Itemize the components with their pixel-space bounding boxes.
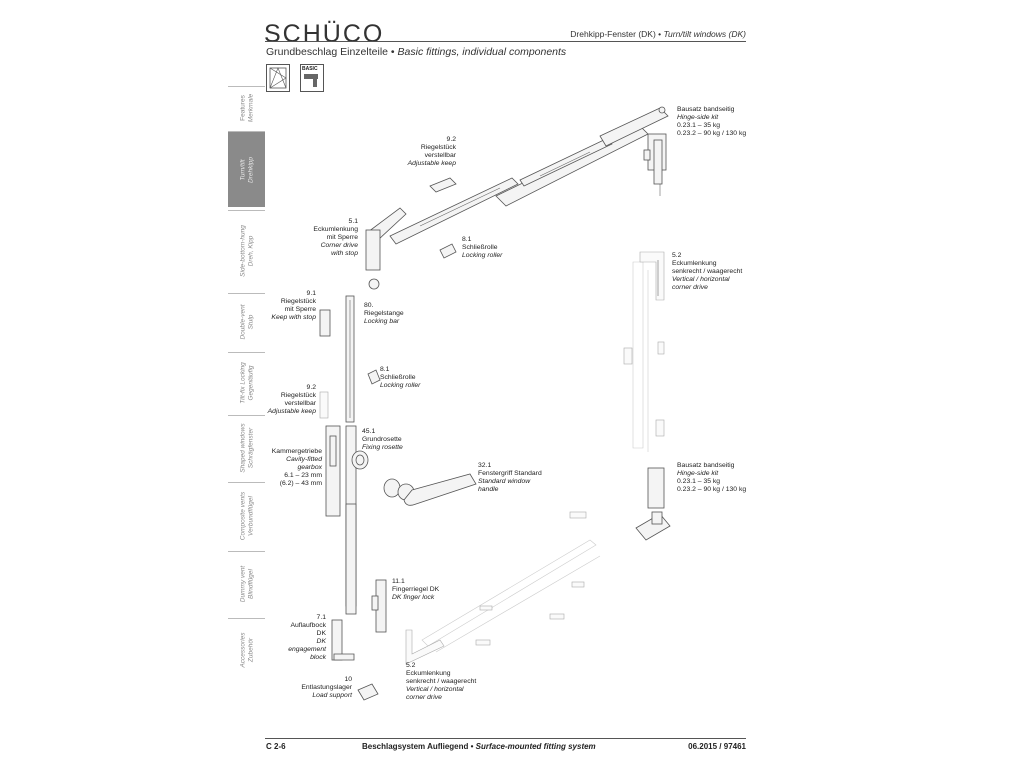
- page-number: C 2-6: [266, 742, 286, 751]
- dk-engagement-block: [331, 619, 355, 661]
- document-title: Drehkipp-Fenster (DK) • Turn/tilt window…: [570, 29, 746, 39]
- corner-drive-bottom: [405, 629, 445, 665]
- hinge-side-kit-top: [643, 133, 667, 196]
- top-locking-bar: [389, 106, 669, 245]
- bottom-part-2: [479, 605, 493, 611]
- keep-right-3: [655, 419, 665, 437]
- bottom-part-1: [475, 639, 491, 646]
- keep-right-1: [623, 347, 633, 365]
- adjustable-keep-mid: [319, 391, 329, 419]
- window-frame-outline: [421, 261, 649, 653]
- vertical-locking-bar: [345, 295, 355, 423]
- dk-finger-lock: [371, 579, 387, 633]
- adjustable-keep-top: [429, 177, 457, 193]
- basic-handle-icon: BASIC: [300, 64, 324, 92]
- corner-drive-with-stop: [365, 207, 407, 290]
- footer-rule: [265, 738, 746, 739]
- load-support: [357, 683, 379, 701]
- footer-system-title: Beschlagsystem Aufliegend • Surface-moun…: [362, 742, 596, 751]
- turn-tilt-window-icon: [266, 64, 290, 92]
- keep-with-stop: [319, 309, 331, 337]
- hinge-side-kit-bottom: [635, 467, 671, 541]
- fixing-rosette: [351, 450, 369, 470]
- cavity-fitted-gearbox: [325, 425, 357, 615]
- keep-right-2: [657, 341, 665, 355]
- locking-roller-top: [439, 243, 457, 259]
- corner-drive-right: [639, 251, 665, 301]
- footer-date-code: 06.2015 / 97461: [688, 742, 746, 751]
- basic-badge: BASIC: [302, 66, 318, 72]
- standard-window-handle: [383, 473, 477, 506]
- bottom-part-4: [569, 511, 587, 519]
- brand-logo: SCHÜCO: [264, 20, 385, 48]
- bottom-part-3: [549, 613, 565, 620]
- section-title: Grundbeschlag Einzelteile • Basic fittin…: [266, 46, 567, 58]
- header-rule: [265, 41, 746, 42]
- locking-roller-mid: [367, 369, 381, 385]
- bottom-part-5: [571, 581, 585, 588]
